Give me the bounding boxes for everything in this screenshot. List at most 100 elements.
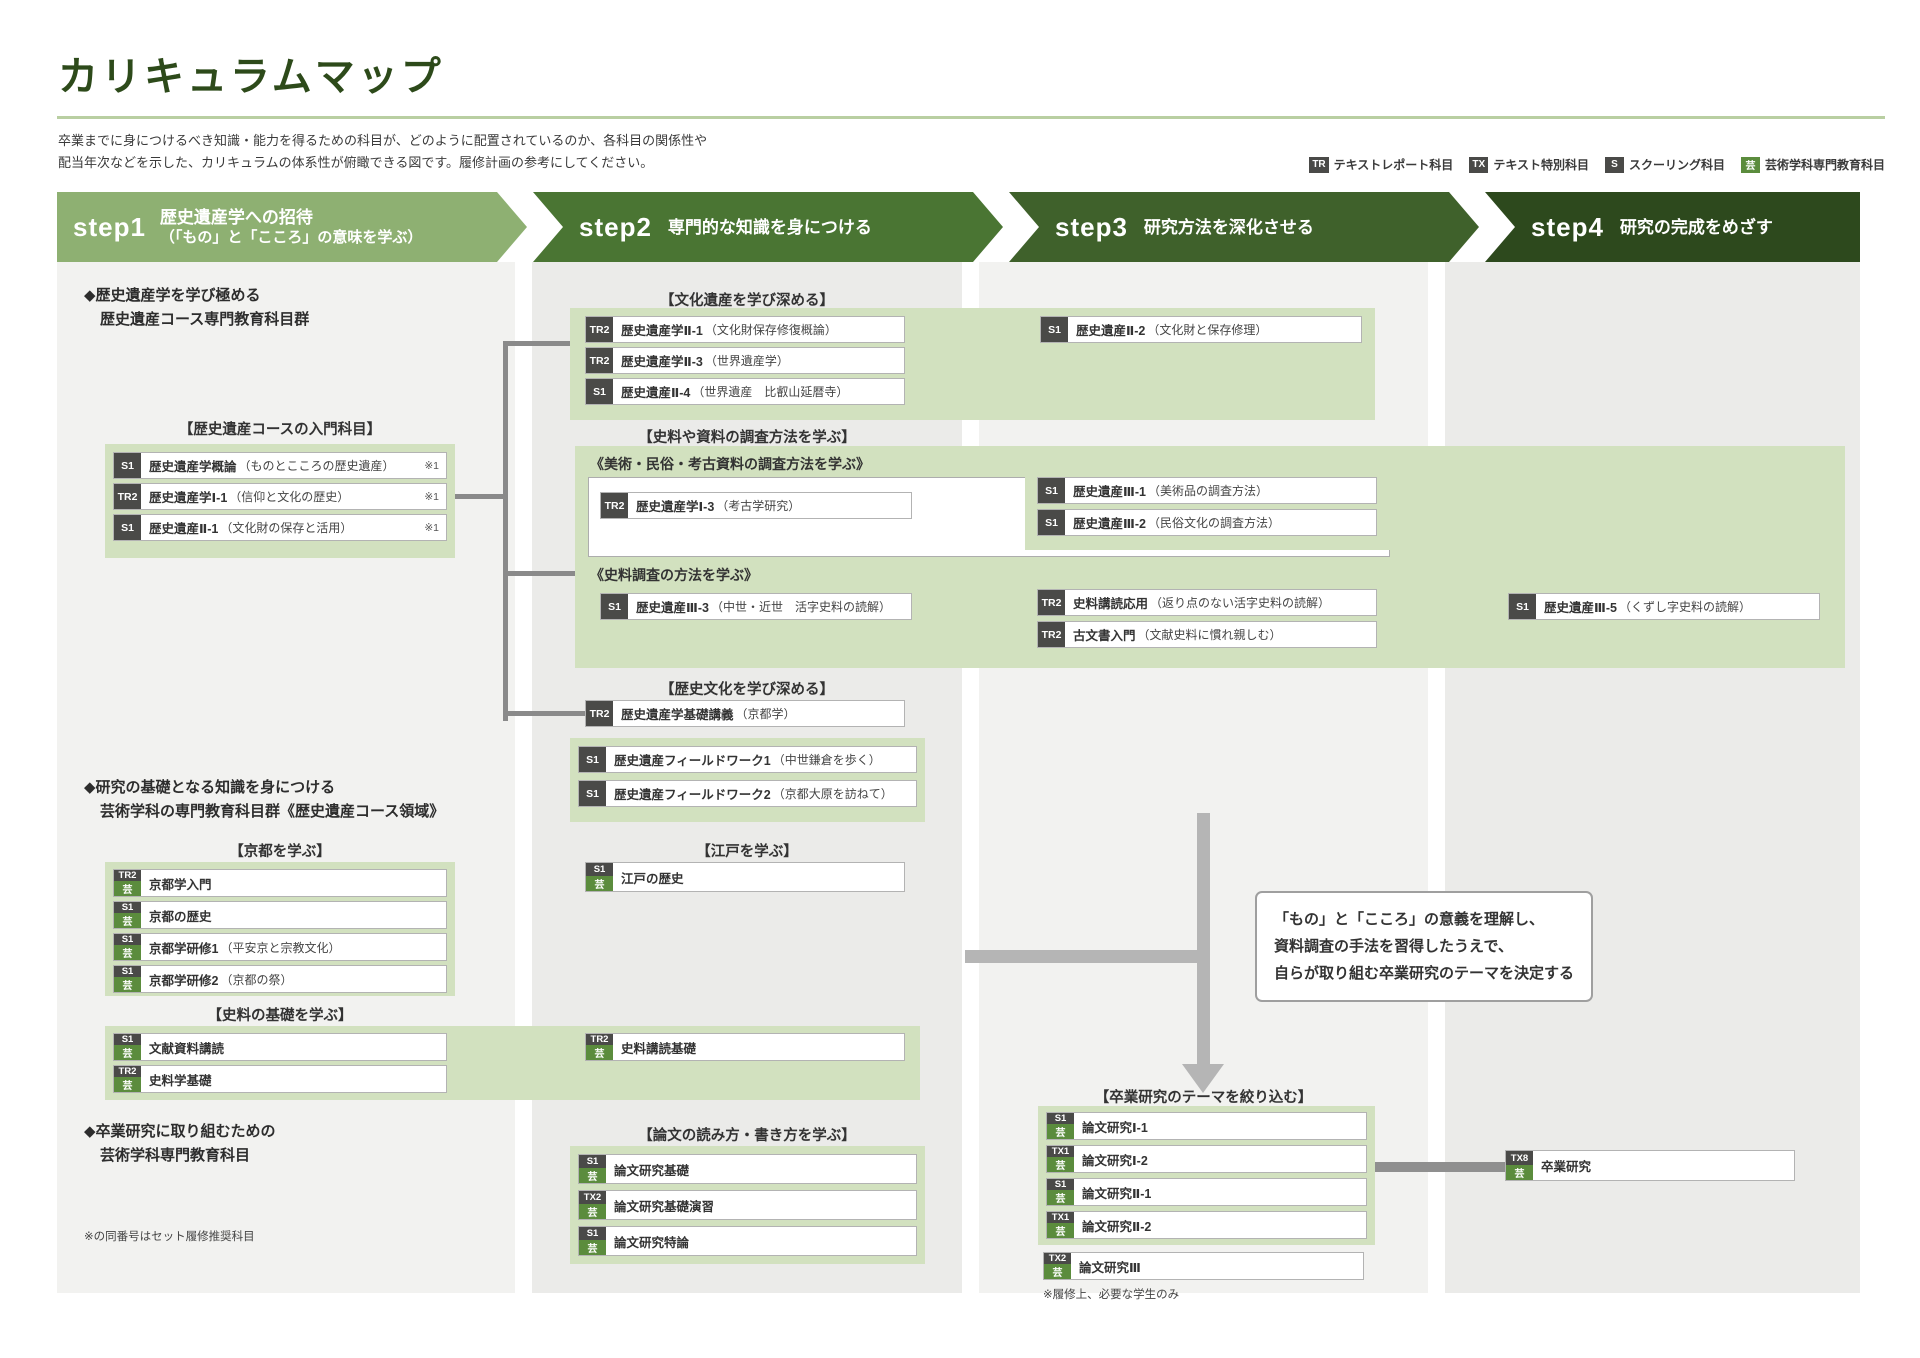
gei-tag: 芸 xyxy=(579,1204,606,1219)
course-name: 歴史遺産Ⅱ-4 xyxy=(621,386,691,400)
group-heading-chosa: 【史料や資料の調査方法を学ぶ】 xyxy=(638,430,856,446)
flow-down-arrow-icon xyxy=(1182,1064,1224,1093)
heading-foundation-group: ◆研究の基礎となる知識を身につける 芸術学科の専門教育科目群《歴史遺産コース領域… xyxy=(84,776,444,824)
course-note: ※1 xyxy=(424,521,439,534)
course-name: 歴史遺産学概論 xyxy=(149,460,237,474)
flow-vertical-bar xyxy=(1197,813,1210,1065)
step1-subtitle: （「もの」と「こころ」の意味を学ぶ） xyxy=(159,228,423,246)
course-tag: S1 xyxy=(114,966,141,977)
course-tag: TR2 xyxy=(586,348,613,373)
course-row: TR2 歴史遺産学Ⅰ-3 （考古学研究） xyxy=(600,492,912,519)
course-row: S1 歴史遺産Ⅱ-1 （文化財の保存と活用） ※1 xyxy=(113,514,447,541)
course-detail: （文化財保存修復概論） xyxy=(704,323,837,337)
legend-item-tr: TR テキストレポート科目 xyxy=(1309,156,1453,173)
course-name: 史料学基礎 xyxy=(149,1073,212,1088)
step3-label: step3 xyxy=(1055,211,1128,242)
course-tag: TR2 xyxy=(114,870,141,881)
group-heading-kyoto: 【京都を学ぶ】 xyxy=(229,844,331,860)
course-detail: （美術品の調査方法） xyxy=(1147,484,1268,498)
course-tag: S1 xyxy=(579,1155,606,1168)
group-heading-bunka: 【文化遺産を学び深める】 xyxy=(660,293,834,309)
course-tag: TR2 xyxy=(114,484,141,509)
course-name: 論文研究Ⅰ-2 xyxy=(1082,1153,1148,1168)
gei-tag: 芸 xyxy=(579,1240,606,1255)
step3-chevron: step3 研究方法を深化させる xyxy=(1009,192,1479,262)
course-name: 歴史遺産Ⅲ-5 xyxy=(1544,601,1617,615)
course-row: TR2 歴史遺産学Ⅱ-1 （文化財保存修復概論） xyxy=(585,316,905,343)
course-name: 卒業研究 xyxy=(1541,1160,1592,1174)
course-tag: TR2 xyxy=(601,493,628,518)
course-name: 論文研究Ⅱ-1 xyxy=(1082,1186,1152,1201)
group-heading-ronbun: 【論文の読み方・書き方を学ぶ】 xyxy=(638,1128,856,1144)
gei-tag: 芸 xyxy=(579,1168,606,1183)
legend-item-gei: 芸 芸術学科専門教育科目 xyxy=(1740,156,1885,173)
course-name: 江戸の歴史 xyxy=(621,871,684,886)
connector-stub-chosa xyxy=(508,571,575,576)
step1-column xyxy=(57,262,515,1293)
course-detail: （世界遺産学） xyxy=(704,354,789,368)
course-tag: TX2 xyxy=(579,1191,606,1204)
course-row: S1 歴史遺産Ⅲ-1 （美術品の調査方法） xyxy=(1037,477,1377,504)
course-name: 歴史遺産Ⅱ-1 xyxy=(149,522,219,536)
course-tag: S1 xyxy=(1047,1113,1074,1124)
course-row: TR2 歴史遺産学Ⅰ-1 （信仰と文化の歴史） ※1 xyxy=(113,483,447,510)
course-tag: TR2 xyxy=(586,317,613,342)
course-tag: S1 xyxy=(1047,1179,1074,1190)
gei-tag: 芸 xyxy=(1047,1124,1074,1139)
subheading-shiryochosa: 《史料調査の方法を学ぶ》 xyxy=(590,567,758,583)
gei-tag-icon: 芸 xyxy=(1740,156,1760,173)
course-tag: S1 xyxy=(601,594,628,619)
course-name: 歴史遺産学Ⅰ-3 xyxy=(636,500,715,514)
course-detail: （京都の祭） xyxy=(220,972,293,987)
connector-trunk xyxy=(503,341,508,721)
course-tag: S1 xyxy=(586,863,613,876)
heading-line: 芸術学科の専門教育科目群《歴史遺産コース領域》 xyxy=(100,803,445,820)
course-name: 歴史遺産Ⅲ-1 xyxy=(1073,485,1146,499)
course-name: 歴史遺産学Ⅱ-3 xyxy=(621,355,703,369)
course-name: 京都学研修1 xyxy=(149,941,219,956)
title-divider xyxy=(57,116,1885,119)
course-tag: S1 xyxy=(114,934,141,945)
course-name: 歴史遺産学Ⅱ-1 xyxy=(621,324,703,338)
course-tag: S1 xyxy=(1041,317,1068,342)
step2-chevron: step2 専門的な知識を身につける xyxy=(533,192,1003,262)
callout-line: 自らが取り組む卒業研究のテーマを決定する xyxy=(1274,965,1575,982)
step3-title: 研究方法を深化させる xyxy=(1143,217,1314,237)
gei-tag: 芸 xyxy=(1506,1165,1533,1180)
step2-label: step2 xyxy=(579,211,652,242)
group-heading-shiryokiso: 【史料の基礎を学ぶ】 xyxy=(207,1008,353,1024)
course-tag: S1 xyxy=(1509,594,1536,619)
decision-callout: 「もの」と「こころ」の意義を理解し、 資料調査の手法を習得したうえで、 自らが取… xyxy=(1255,891,1594,1002)
course-tag: TX1 xyxy=(1047,1212,1074,1223)
theme-note: ※履修上、必要な学生のみ xyxy=(1043,1289,1180,1301)
course-row: S1 歴史遺産Ⅱ-2 （文化財と保存修理） xyxy=(1040,316,1362,343)
course-tag: S1 xyxy=(1038,478,1065,503)
course-name: 京都の歴史 xyxy=(149,909,212,924)
course-detail: （京都大原を訪ねて） xyxy=(772,787,893,801)
course-row: S1 歴史遺産Ⅱ-4 （世界遺産 比叡山延暦寺） xyxy=(585,378,905,405)
group-heading-rekibunka: 【歴史文化を学び深める】 xyxy=(660,682,834,698)
course-detail: （民俗文化の調査方法） xyxy=(1147,516,1280,530)
course-row: TR2 歴史遺産学Ⅱ-3 （世界遺産学） xyxy=(585,347,905,374)
page-title: カリキュラムマップ xyxy=(58,55,444,99)
course-name: 史料講読応用 xyxy=(1073,597,1149,611)
heading-line: ◆卒業研究に取り組むための xyxy=(84,1123,276,1140)
course-name: 歴史遺産フィールドワーク2 xyxy=(614,788,771,802)
course-row: S1 歴史遺産フィールドワーク1 （中世鎌倉を歩く） xyxy=(578,746,917,773)
course-detail: （考古学研究） xyxy=(716,499,801,513)
course-tag: S1 xyxy=(114,1034,141,1045)
heading-line: ◆歴史遺産学を学び極める xyxy=(84,287,261,304)
heading-line: ◆研究の基礎となる知識を身につける xyxy=(84,779,336,796)
course-row: TR2 古文書入門 （文献史料に慣れ親しむ） xyxy=(1037,621,1377,648)
course-name: 古文書入門 xyxy=(1073,629,1136,643)
course-detail: （中世鎌倉を歩く） xyxy=(772,753,881,767)
intro-text: 卒業までに身につけるべき知識・能力を得るための科目が、どのように配置されているの… xyxy=(58,130,707,174)
gei-tag: 芸 xyxy=(586,876,613,891)
